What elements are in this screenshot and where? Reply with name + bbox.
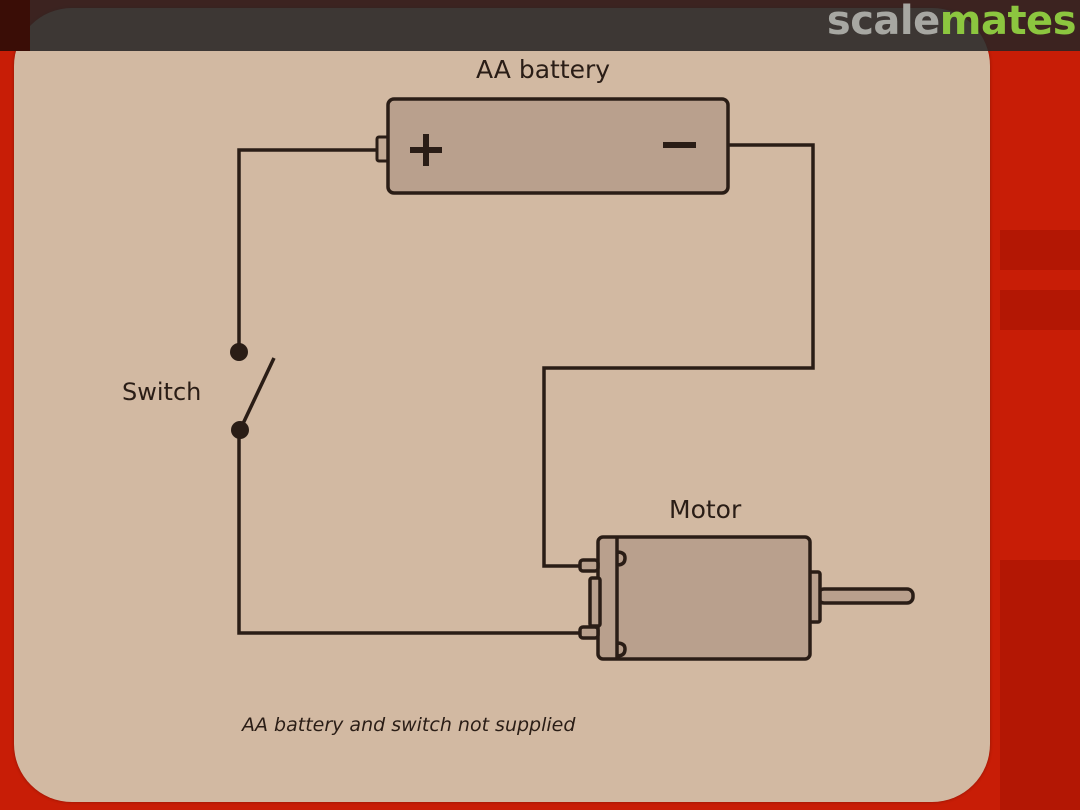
motor-endcap	[615, 538, 627, 658]
wire-battery-to-switch	[237, 148, 378, 352]
wire-battery-to-motor	[542, 143, 815, 568]
watermark-bar: scalemates	[0, 0, 1080, 51]
switch-contact-bottom	[231, 421, 249, 439]
motor-body	[596, 535, 812, 661]
switch-label: Switch	[122, 378, 202, 406]
motor-terminal-top	[578, 558, 600, 573]
motor-terminal-bottom	[578, 625, 600, 640]
topbar-edge	[0, 0, 30, 51]
scalemates-logo: scalemates	[826, 0, 1077, 44]
wire-switch-to-motor	[237, 430, 585, 635]
switch-lever	[238, 357, 276, 431]
background-stripe	[1000, 560, 1080, 810]
motor-label: Motor	[669, 495, 742, 524]
logo-part-scale: scale	[826, 0, 940, 44]
switch-contact-top	[230, 343, 248, 361]
background-stripe	[1000, 230, 1080, 270]
motor-endcap-bump	[588, 576, 602, 628]
battery-body	[386, 97, 730, 195]
background-stripe	[1000, 290, 1080, 330]
logo-part-mates: mates	[939, 0, 1077, 44]
motor-shaft	[816, 587, 915, 605]
motor-icon	[578, 535, 915, 661]
supply-note: AA battery and switch not supplied	[242, 714, 576, 736]
battery-label: AA battery	[476, 55, 611, 84]
battery-icon	[375, 97, 730, 195]
